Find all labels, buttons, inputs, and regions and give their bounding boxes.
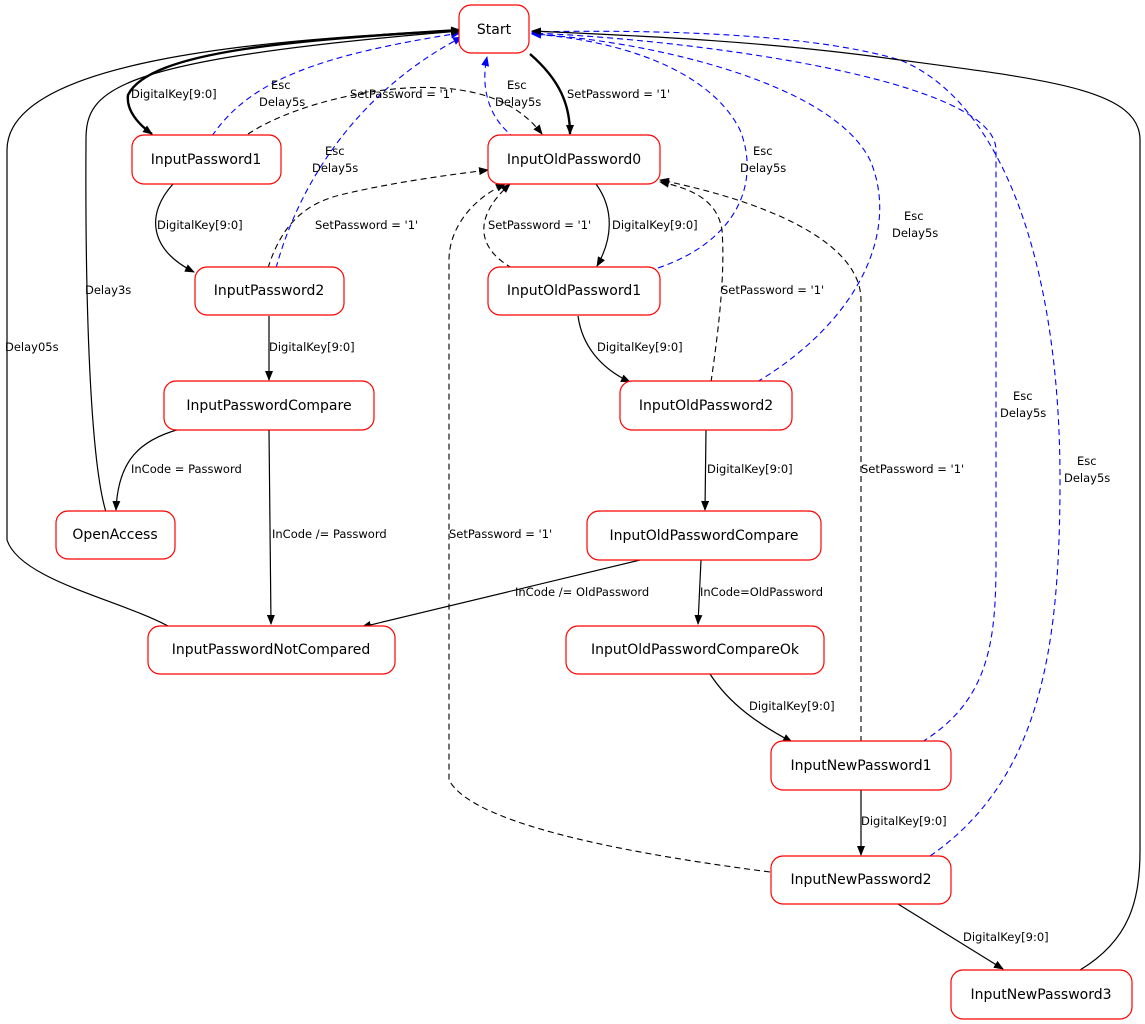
edge-newpassword3-to-start [531, 27, 1141, 971]
edge-old1-to-old2 [577, 315, 631, 383]
edge-inputoldpassword2-esc-start [531, 30, 881, 383]
node-openaccess[interactable]: OpenAccess [55, 510, 176, 560]
edge-inputnewpassword2-esc-start [531, 27, 1061, 857]
label-inputoldpassword2-setpassword: SetPassword = '1' [721, 283, 824, 297]
node-inputoldpasswordcompare[interactable]: InputOldPasswordCompare [586, 510, 822, 561]
label-incode-not-oldpassword: InCode /= OldPassword [515, 585, 649, 599]
label-inputoldpassword0-esc: Esc [507, 78, 527, 92]
node-inputoldpasswordcompare-label: InputOldPasswordCompare [610, 528, 799, 544]
label-inputoldpassword0-delay5s: Delay5s [495, 95, 541, 109]
node-inputnewpassword2-label: InputNewPassword2 [790, 872, 931, 888]
label-inputpassword2-esc: Esc [325, 144, 345, 158]
node-inputnewpassword1-label: InputNewPassword1 [790, 758, 931, 774]
edge-inputnewpassword1-setpassword [659, 177, 862, 742]
label-inputoldpassword2-esc: Esc [904, 209, 924, 223]
edge-compareok-to-newpassword1 [709, 673, 793, 743]
label-inputnewpassword1-setpassword: SetPassword = '1' [861, 462, 964, 476]
node-inputpassword1[interactable]: InputPassword1 [131, 134, 282, 185]
edge-inputpassword1-esc-start [211, 30, 461, 137]
edge-inputpassword1-setpassword [247, 86, 543, 135]
label-inputnewpassword1-esc: Esc [1013, 389, 1033, 403]
label-inputpassword1-digitalkey: DigitalKey[9:0] [157, 218, 243, 232]
edge-old2-to-oldcompare [701, 429, 710, 511]
node-inputpasswordcompare-label: InputPasswordCompare [186, 398, 351, 414]
label-inputoldpassword2-delay5s: Delay5s [892, 226, 938, 240]
label-inputoldpassword1-delay5s: Delay5s [740, 161, 786, 175]
edge-notcompared-delay05s [6, 26, 461, 627]
label-start-digitalkey: DigitalKey[9:0] [131, 87, 217, 101]
node-start-label: Start [477, 22, 512, 38]
edge-oldcompare-to-compareok [694, 559, 703, 625]
label-inputnewpassword2-setpassword: SetPassword = '1' [449, 527, 552, 541]
label-start-setpassword: SetPassword = '1' [567, 87, 670, 101]
edge-inputnewpassword2-setpassword [448, 183, 771, 873]
label-compareok-digitalkey: DigitalKey[9:0] [749, 699, 835, 713]
label-delay3s: Delay3s [85, 283, 131, 297]
node-openaccess-label: OpenAccess [72, 527, 157, 543]
label-inputoldpassword1-esc: Esc [753, 144, 773, 158]
node-inputpassword2-label: InputPassword2 [214, 283, 325, 299]
label-inputpassword2-setpassword: SetPassword = '1' [315, 218, 418, 232]
node-inputnewpassword3-label: InputNewPassword3 [970, 987, 1111, 1003]
label-inputoldpassword1-digitalkey: DigitalKey[9:0] [597, 340, 683, 354]
edge-inputpassword1-to-inputpassword2 [155, 183, 195, 273]
node-inputoldpasswordcompareok[interactable]: InputOldPasswordCompareOk [565, 625, 825, 675]
label-inputnewpassword2-esc: Esc [1077, 454, 1097, 468]
label-inputpassword2-digitalkey: DigitalKey[9:0] [269, 340, 355, 354]
edge-start-to-inputoldpassword0 [529, 53, 574, 135]
node-inputpasswordcompare[interactable]: InputPasswordCompare [163, 380, 375, 431]
node-inputpassword1-label: InputPassword1 [151, 152, 262, 168]
node-inputoldpassword2[interactable]: InputOldPassword2 [619, 380, 793, 431]
node-inputoldpassword1[interactable]: InputOldPassword1 [487, 266, 661, 316]
label-inputnewpassword1-digitalkey: DigitalKey[9:0] [861, 814, 947, 828]
edge-compare-to-openaccess [112, 428, 181, 511]
label-delay05s: Delay05s [5, 340, 59, 354]
node-inputnewpassword2[interactable]: InputNewPassword2 [770, 855, 952, 905]
label-incode-not-password: InCode /= Password [272, 527, 387, 541]
node-inputnewpassword1[interactable]: InputNewPassword1 [770, 740, 952, 791]
label-inputpassword1-delay5s: Delay5s [259, 95, 305, 109]
edge-oldcompare-to-notcompared [361, 559, 641, 629]
label-inputoldpassword1-setpassword: SetPassword = '1' [488, 218, 591, 232]
edge-inputoldpassword2-setpassword [659, 179, 724, 383]
node-start[interactable]: Start [458, 4, 530, 54]
node-inputpasswordnotcompared-label: InputPasswordNotCompared [172, 642, 371, 658]
node-inputoldpasswordcompareok-label: InputOldPasswordCompareOk [591, 642, 800, 658]
node-inputoldpassword0[interactable]: InputOldPassword0 [487, 134, 661, 185]
node-inputoldpassword1-label: InputOldPassword1 [507, 283, 641, 299]
node-inputpasswordnotcompared[interactable]: InputPasswordNotCompared [147, 625, 396, 675]
label-incode-oldpassword: InCode=OldPassword [700, 585, 823, 599]
edge-inputoldpassword0-esc-start [481, 56, 516, 139]
label-inputpassword1-esc: Esc [271, 78, 291, 92]
label-incode-password: InCode = Password [131, 462, 242, 476]
edge-inputoldpassword1-setpassword [483, 183, 513, 269]
label-inputnewpassword2-delay5s: Delay5s [1064, 471, 1110, 485]
edge-inputoldpassword1-esc-start [531, 30, 748, 269]
label-inputoldpassword2-digitalkey: DigitalKey[9:0] [707, 462, 793, 476]
edge-openaccess-delay3s [85, 27, 461, 513]
label-inputnewpassword1-delay5s: Delay5s [1000, 406, 1046, 420]
edge-start-to-inputpassword1 [126, 28, 461, 135]
label-inputnewpassword2-digitalkey: DigitalKey[9:0] [963, 930, 1049, 944]
label-inputoldpassword0-digitalkey: DigitalKey[9:0] [612, 218, 698, 232]
node-inputnewpassword3[interactable]: InputNewPassword3 [950, 969, 1133, 1020]
edge-inputpassword2-esc-start [275, 36, 463, 269]
label-inputpassword2-delay5s: Delay5s [312, 161, 358, 175]
node-inputoldpassword2-label: InputOldPassword2 [639, 398, 773, 414]
node-inputoldpassword0-label: InputOldPassword0 [507, 152, 641, 168]
label-inputpassword1-setpassword: SetPassword = '1' [350, 87, 453, 101]
edge-old0-to-old1 [595, 183, 610, 267]
node-inputpassword2[interactable]: InputPassword2 [194, 266, 345, 316]
edge-newpassword2-to-newpassword3 [897, 903, 1004, 970]
edge-compare-to-notcompared [266, 429, 275, 625]
